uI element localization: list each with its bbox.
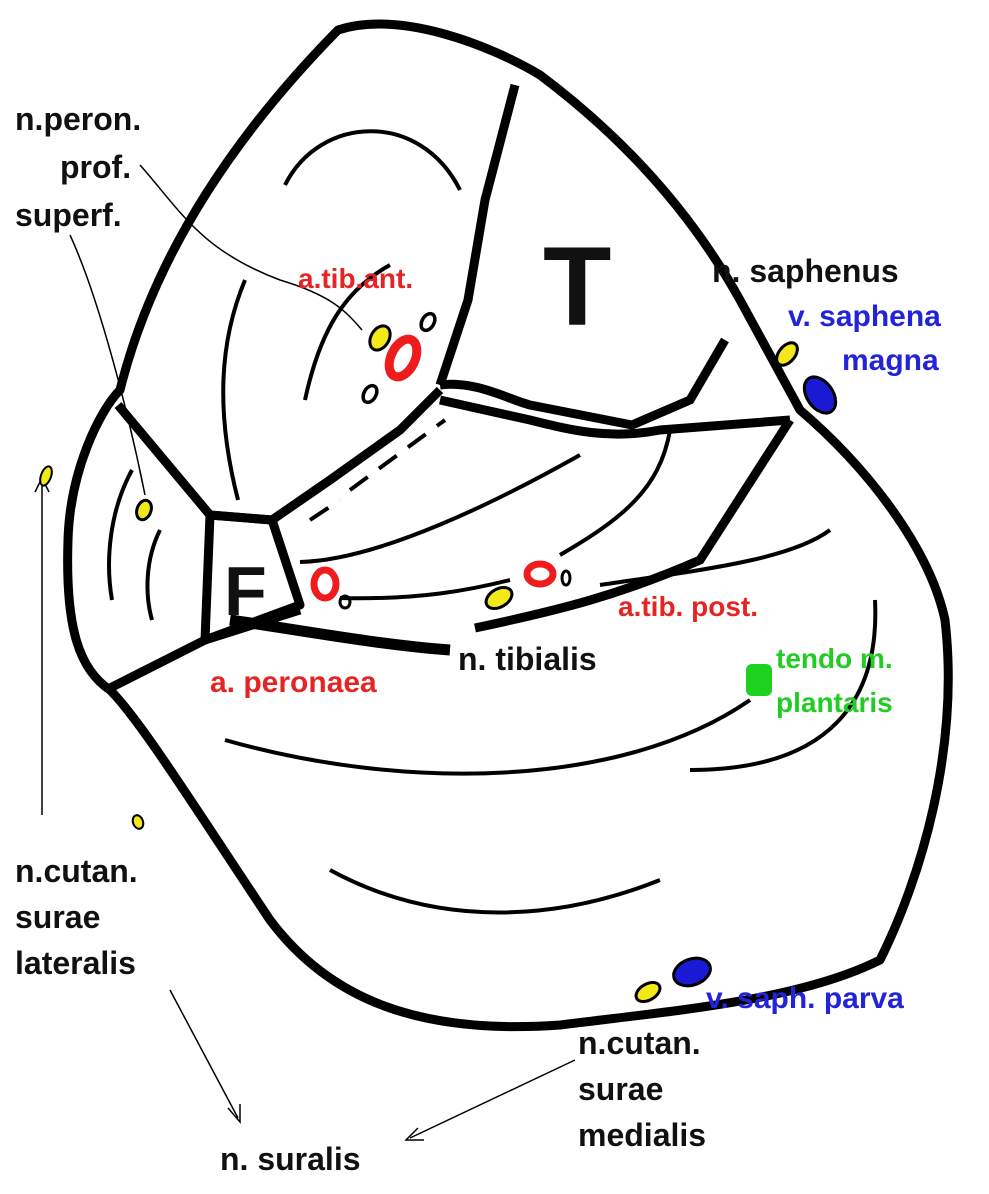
label-n-cutan-med-2: surae [578,1071,663,1107]
label-tendo-2: plantaris [776,687,893,718]
label-tendo-1: tendo m. [776,643,893,674]
muscle-line [690,600,875,770]
pointer-line [170,990,238,1118]
label-n-cutan-lat-3: lateralis [15,945,136,981]
nerve-cutaneus-medialis [633,979,664,1006]
nerve-peroneus-superficialis [134,498,154,522]
nerve-cutaneus-lateralis-marker [38,465,54,487]
tendon-plantaris [746,664,772,696]
label-a-tib-ant: a.tib.ant. [298,263,413,294]
label-prof: prof. [60,149,131,185]
label-n-cutan-lat-2: surae [15,899,100,935]
muscle-line [285,131,460,190]
artery-tibialis-posterior [527,564,553,584]
label-v-saphena-1: v. saphena [788,300,941,333]
vein-tibialis-posterior [562,571,570,585]
label-n-cutan-med-1: n.cutan. [578,1025,701,1061]
septum-tibia-bottom [440,400,790,434]
label-n-cutan-med-3: medialis [578,1117,706,1153]
muscle-line [340,580,510,598]
label-n-tibialis: n. tibialis [458,641,597,677]
leg-outline [68,24,949,1027]
label-superf: superf. [15,197,122,233]
label-a-peronaea: a. peronaea [210,666,377,699]
artery-peronaea [314,570,336,598]
bone-label-fibula: F [224,552,267,630]
vein-tibialis-anterior [418,311,437,333]
vein-tibialis-anterior [360,383,379,405]
muscle-line [330,870,660,913]
label-v-saphena-2: magna [842,344,939,377]
label-v-saph-parva: v. saph. parva [706,982,904,1015]
muscle-line [310,500,340,520]
septum-anterior-vertical [440,85,515,385]
label-n-peron: n.peron. [15,101,141,137]
muscle-line [147,530,160,620]
label-n-cutan-lat-1: n.cutan. [15,853,138,889]
label-a-tib-post: a.tib. post. [618,591,758,622]
pointer-arrowhead [406,1128,424,1140]
muscle-line [560,430,670,555]
interosseous-membrane [272,390,440,520]
bone-label-tibia: T [543,224,611,349]
muscle-line [223,280,245,500]
label-n-suralis: n. suralis [220,1141,361,1177]
pointer-line [410,1060,575,1138]
nerve-suralis-marker [131,814,145,831]
muscle-line [109,470,132,600]
pointer-arrowhead [228,1104,240,1122]
muscle-line [225,700,750,774]
nerve-tibialis [482,583,515,613]
label-n-saphenus: n. saphenus [712,253,899,289]
